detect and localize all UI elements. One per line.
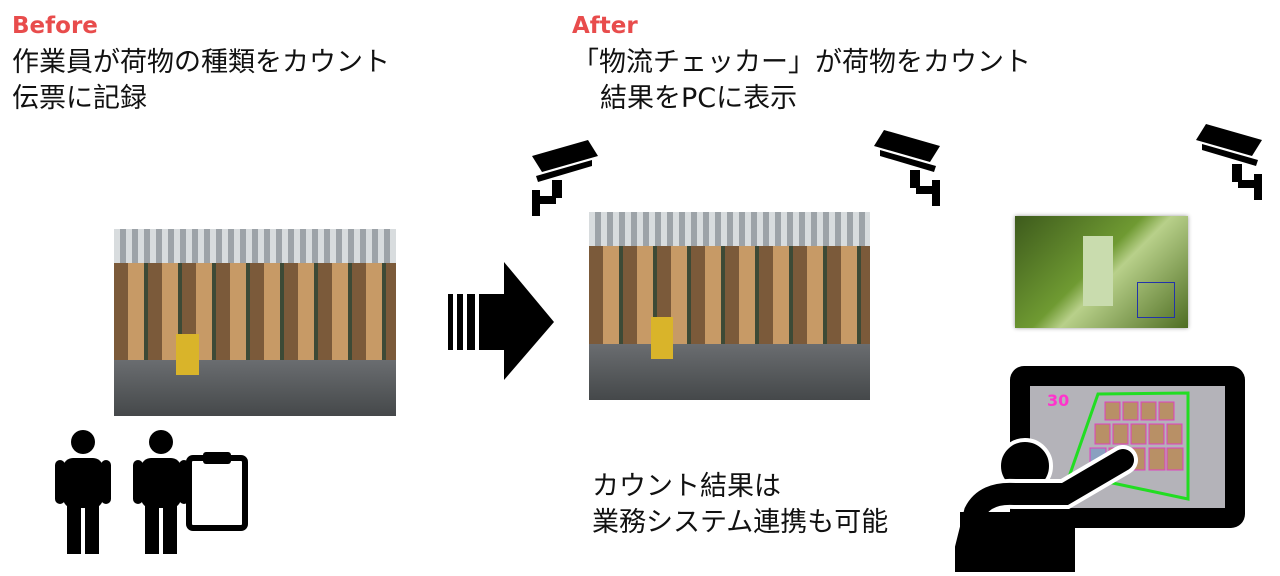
- before-label: Before: [12, 13, 98, 39]
- camera-icon: [532, 140, 598, 216]
- detection-region: [1068, 391, 1190, 501]
- before-line2: 伝票に記録: [12, 83, 147, 114]
- worker-icon: [55, 430, 111, 554]
- workers-clipboard-icons: [55, 430, 248, 554]
- clipboard-icon: [186, 452, 248, 531]
- warehouse-photo-before: [114, 229, 396, 416]
- arrow-right-icon: [448, 262, 554, 380]
- after-line1: 「物流チェッカー」が荷物をカウント: [572, 47, 1031, 78]
- after-line2: 結果をPCに表示: [600, 83, 798, 114]
- warehouse-photo-after: [589, 212, 870, 400]
- bottom-line2: 業務システム連携も可能: [592, 507, 889, 538]
- before-line1: 作業員が荷物の種類をカウント: [12, 47, 390, 78]
- monitor-with-pointing-person: 30: [955, 366, 1245, 572]
- camera-icon: [1196, 124, 1262, 200]
- bottom-line1: カウント結果は: [592, 471, 781, 502]
- worker-icon: [133, 430, 189, 554]
- object-count: 30: [1047, 391, 1069, 410]
- after-label: After: [572, 13, 638, 39]
- camera-icon: [874, 130, 940, 206]
- camera-video-frame: [1015, 216, 1188, 328]
